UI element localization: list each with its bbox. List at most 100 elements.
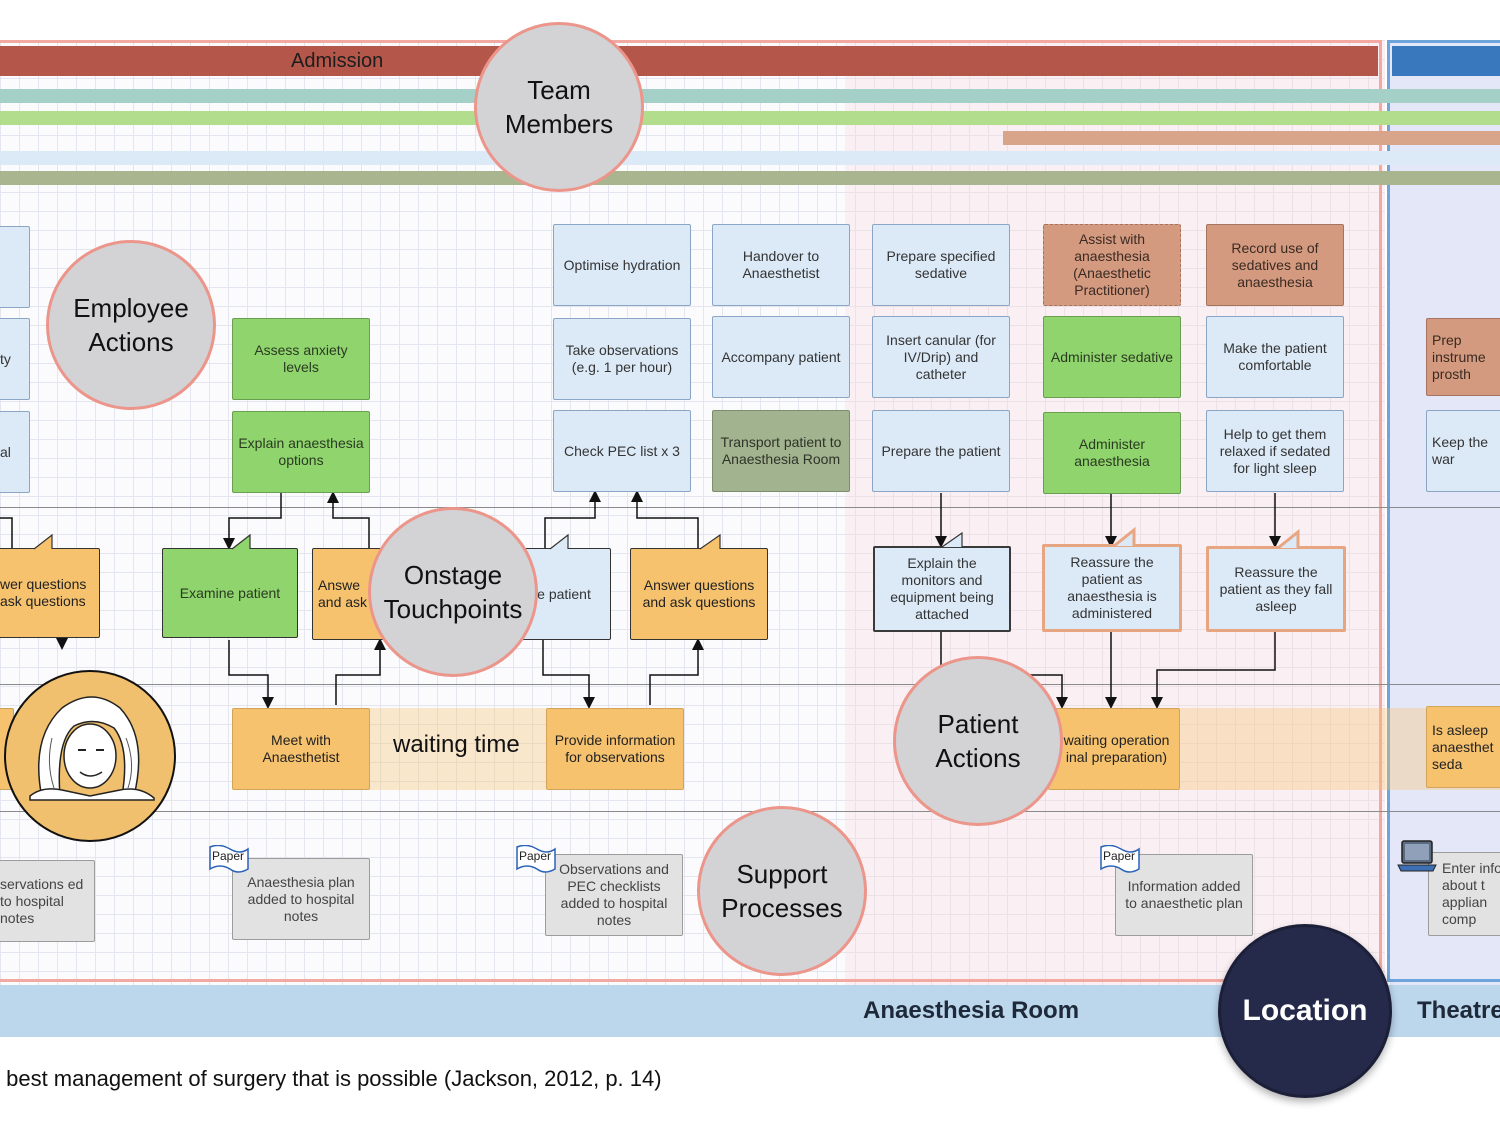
assess-anxiety-box: Assess anxiety levels	[232, 318, 370, 400]
employee-actions-bubble: Employee Actions	[46, 240, 216, 410]
left-partial-box-3: al	[0, 411, 30, 493]
location-bubble: Location	[1218, 924, 1392, 1098]
examine-patient-box: Examine patient	[162, 548, 298, 638]
check-pec-box: Check PEC list x 3	[553, 410, 691, 492]
paper-flag-label: Paper	[212, 849, 245, 863]
help-relaxed-label: Help to get them relaxed if sedated for …	[1219, 425, 1331, 476]
employee-actions-label: Employee Actions	[73, 293, 189, 357]
theatre-label: Theatre	[1417, 997, 1500, 1024]
make-comfortable-label: Make the patient comfortable	[1223, 340, 1327, 373]
line-of-interaction	[0, 507, 1500, 508]
check-pec-label: Check PEC list x 3	[564, 442, 680, 459]
theatre-bar	[1392, 46, 1500, 76]
anaesthesia-room-label: Anaesthesia Room	[863, 997, 1080, 1024]
explain-monitors-label: Explain the monitors and equipment being…	[890, 555, 994, 622]
answer-questions-right-box: Answer questions and ask questions	[630, 548, 768, 640]
prepare-patient-label: Prepare the patient	[881, 442, 1001, 459]
team-members-label: Team Members	[504, 75, 614, 139]
observations-left-box: servations ed to hospital notes	[0, 860, 95, 942]
line-of-visibility	[0, 684, 1500, 685]
reassure-asleep-box: Reassure the patient as they fall asleep	[1206, 546, 1346, 632]
theatre-phase-border	[1387, 40, 1500, 982]
assist-anaesthesia-box: Assist with anaesthesia (Anaesthetic Pra…	[1043, 224, 1181, 306]
team-members-bubble: Team Members	[474, 22, 644, 192]
assess-anxiety-label: Assess anxiety levels	[254, 342, 348, 375]
team-bar-green	[0, 111, 1500, 125]
explain-monitors-box: Explain the monitors and equipment being…	[873, 546, 1011, 632]
left-partial-box-2: ty	[0, 318, 30, 400]
answer-questions-right-label: Answer questions and ask questions	[642, 577, 756, 610]
team-bar-teal	[0, 89, 1500, 103]
portrait-illustration	[4, 670, 176, 842]
anaesthesia-plan-label: Anaesthesia plan added to hospital notes	[247, 873, 355, 924]
waiting-operation-box: waiting operation inal preparation)	[1048, 708, 1180, 790]
reassure-administered-box: Reassure the patient as anaesthesia is a…	[1042, 544, 1182, 632]
explain-options-label: Explain anaesthesia options	[238, 435, 364, 468]
diagram-grid-left	[0, 40, 1385, 985]
team-bar-tan	[1003, 131, 1500, 145]
waiting-time-label: waiting time	[393, 731, 520, 758]
observations-pec-box: Observations and PEC checklists added to…	[545, 854, 683, 936]
anaesthesia-plan-box: Anaesthesia plan added to hospital notes	[232, 858, 370, 940]
explain-options-box: Explain anaesthesia options	[232, 411, 370, 493]
reassure-administered-label: Reassure the patient as anaesthesia is a…	[1067, 554, 1157, 621]
administer-sedative-label: Administer sedative	[1050, 348, 1174, 365]
accompany-label: Accompany patient	[721, 348, 841, 365]
handover-box: Handover to Anaesthetist	[712, 224, 850, 306]
paper-flag-icon: Paper	[515, 844, 557, 873]
help-relaxed-box: Help to get them relaxed if sedated for …	[1206, 410, 1344, 492]
provide-information-label: Provide information for observations	[554, 732, 676, 765]
meet-anaesthetist-label: Meet with Anaesthetist	[262, 732, 340, 765]
admission-phase-border	[0, 40, 1382, 982]
paper-flag-label: Paper	[1103, 849, 1136, 863]
take-observations-label: Take observations (e.g. 1 per hour)	[565, 342, 679, 375]
right-partial-box-1: Prep instrume prosth	[1426, 318, 1500, 396]
theatre-tint	[1390, 40, 1500, 985]
prepare-patient-box: Prepare the patient	[872, 410, 1010, 492]
paper-flag-icon: Paper	[208, 844, 250, 873]
support-processes-label: Support Processes	[721, 859, 843, 923]
enter-info-box: Enter info about t applian comp	[1428, 852, 1500, 936]
laptop-icon	[1397, 840, 1437, 872]
asleep-partial-label: Is asleep anaesthet seda	[1432, 721, 1494, 772]
anaesthesia-room-tint	[845, 40, 1385, 985]
administer-sedative-box: Administer sedative	[1043, 316, 1181, 398]
administer-anaesthesia-label: Administer anaesthesia	[1074, 436, 1150, 469]
answer-questions-left-box: wer questions ask questions	[0, 548, 100, 638]
onstage-touchpoints-bubble: Onstage Touchpoints	[368, 507, 538, 677]
insert-canular-box: Insert canular (for IV/Drip) and cathete…	[872, 316, 1010, 398]
paper-flag-icon: Paper	[1099, 844, 1141, 873]
prepare-sedative-label: Prepare specified sedative	[886, 248, 996, 281]
information-added-label: Information added to anaesthetic plan	[1125, 878, 1243, 911]
record-sedatives-label: Record use of sedatives and anaesthesia	[1231, 239, 1319, 290]
onstage-touchpoints-label: Onstage Touchpoints	[383, 560, 523, 624]
optimise-hydration-box: Optimise hydration	[553, 224, 691, 306]
waiting-band-left	[366, 708, 546, 790]
team-bar-paleblue	[0, 151, 1500, 165]
assist-anaesthesia-label: Assist with anaesthesia (Anaesthetic Pra…	[1073, 231, 1151, 298]
caption: best management of surgery that is possi…	[0, 1066, 662, 1091]
insert-canular-label: Insert canular (for IV/Drip) and cathete…	[886, 331, 996, 382]
examine-patient-label: Examine patient	[179, 584, 281, 601]
transport-label: Transport patient to Anaesthesia Room	[720, 434, 842, 467]
admission-bar: Admission	[0, 46, 1378, 76]
location-label: Location	[1242, 994, 1368, 1027]
answer-questions-left-label: wer questions ask questions	[0, 576, 87, 609]
right-partial-label-1: Prep instrume prosth	[1432, 331, 1486, 382]
transport-box: Transport patient to Anaesthesia Room	[712, 410, 850, 492]
asleep-partial-box: Is asleep anaesthet seda	[1426, 706, 1500, 788]
left-partial-box-1	[0, 226, 30, 308]
patient-partial-label: e patient	[537, 585, 591, 602]
record-sedatives-box: Record use of sedatives and anaesthesia	[1206, 224, 1344, 306]
administer-anaesthesia-box: Administer anaesthesia	[1043, 412, 1181, 494]
admission-label: Admission	[291, 50, 384, 72]
right-partial-box-2: Keep the war	[1426, 410, 1500, 492]
handover-label: Handover to Anaesthetist	[742, 248, 820, 281]
provide-information-box: Provide information for observations	[546, 708, 684, 790]
patient-actions-label: Patient Actions	[935, 709, 1021, 773]
answer-questions-mid-label: Answe and ask	[318, 577, 368, 610]
support-processes-bubble: Support Processes	[697, 806, 867, 976]
accompany-box: Accompany patient	[712, 316, 850, 398]
patient-actions-bubble: Patient Actions	[893, 656, 1063, 826]
left-partial-label-1: ty	[0, 350, 11, 367]
